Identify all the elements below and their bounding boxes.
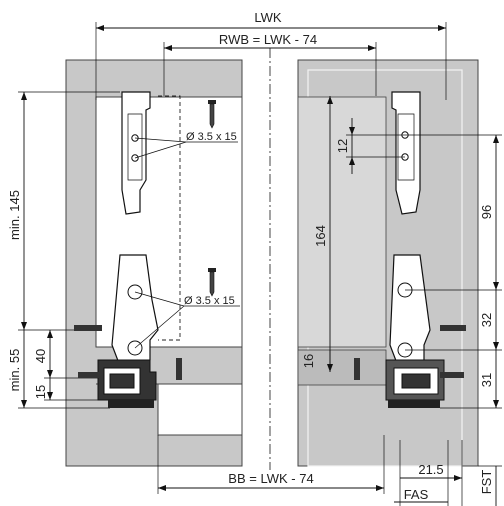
dim-fas: FAS xyxy=(394,440,449,506)
dim-16: 16 xyxy=(301,350,331,372)
screw-top-icon xyxy=(208,100,216,129)
lwk-label: LWK xyxy=(254,10,282,25)
screw-bottom-icon xyxy=(208,268,216,297)
dim-min55: min. 55 xyxy=(7,330,110,409)
screw-top-label: Ø 3.5 x 15 xyxy=(186,131,237,143)
dim-31: 31 xyxy=(440,350,502,409)
d96-label: 96 xyxy=(479,205,494,219)
min55-label: min. 55 xyxy=(7,349,22,392)
d164-label: 164 xyxy=(313,225,328,247)
bb-label: BB = LWK - 74 xyxy=(228,471,313,486)
dim-bb: BB = LWK - 74 xyxy=(157,435,385,494)
dim-lwk: LWK xyxy=(95,10,447,100)
fst-label: FST xyxy=(479,470,494,495)
dim-164: 164 xyxy=(313,96,333,372)
min145-label: min. 145 xyxy=(7,190,22,240)
dim-32: 32 xyxy=(405,290,502,351)
d31-label: 31 xyxy=(479,373,494,387)
dim-12: 12 xyxy=(335,118,405,174)
dim-215: 21.5 xyxy=(399,440,463,506)
dim-96: 96 xyxy=(405,134,502,291)
screw-bottom-label: Ø 3.5 x 15 xyxy=(184,295,235,307)
d40-label: 40 xyxy=(33,349,48,363)
d215-label: 21.5 xyxy=(418,462,443,477)
d32-label: 32 xyxy=(479,313,494,327)
dim-rwb: RWB = LWK - 74 xyxy=(163,32,377,96)
dim-fst: FST xyxy=(478,465,502,506)
rwb-label: RWB = LWK - 74 xyxy=(219,32,317,47)
fas-label: FAS xyxy=(404,487,429,502)
d12-label: 12 xyxy=(335,139,350,153)
dim-min145: min. 145 xyxy=(7,91,120,331)
d16-label: 16 xyxy=(301,354,316,368)
d15-label: 15 xyxy=(33,385,48,399)
